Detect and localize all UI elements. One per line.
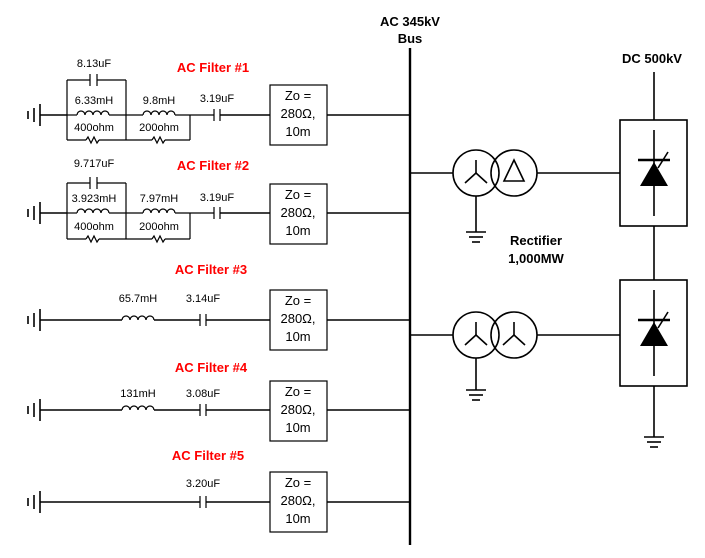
filter-3-cseries-label: 3.14uF <box>186 293 221 305</box>
filter-2-cpar-label: 9.717uF <box>74 158 115 170</box>
line-model-text-1: Zo = <box>285 384 311 399</box>
dc-label: DC 500kV <box>622 51 682 66</box>
line-model-text-1: Zo = <box>285 88 311 103</box>
line-model-text-2: 280Ω, <box>280 493 315 508</box>
transformer-wye-wye <box>410 311 620 401</box>
wye-winding-icon <box>464 322 488 346</box>
capacitor-icon <box>199 404 207 416</box>
inductor-icon <box>142 208 176 214</box>
inductor-icon <box>142 110 176 116</box>
ac-filter-5: AC Filter #5 3.20uF Zo = 280Ω, 10m <box>27 448 410 533</box>
filter-2-r2-label: 200ohm <box>139 221 179 233</box>
ac-filter-4: AC Filter #4 131mH 3.08uF Zo = 280Ω, 10m <box>27 360 410 442</box>
filter-2-l1-label: 3.923mH <box>72 193 117 205</box>
filter-1-r1-label: 400ohm <box>74 122 114 134</box>
filter-1-title: AC Filter #1 <box>177 60 249 75</box>
line-model-text-2: 280Ω, <box>280 311 315 326</box>
ground-icon <box>27 104 41 126</box>
line-model-box <box>269 183 328 245</box>
ac-filter-3: AC Filter #3 65.7mH 3.14uF Zo = 280Ω, 10… <box>27 262 410 351</box>
ground-icon <box>466 389 486 401</box>
filter-2-l2-label: 7.97mH <box>140 193 179 205</box>
line-model-text-1: Zo = <box>285 293 311 308</box>
line-model-text-3: 10m <box>285 223 310 238</box>
capacitor-icon <box>89 177 98 189</box>
capacitor-icon <box>199 314 207 326</box>
filter-5-cseries-label: 3.20uF <box>186 478 221 490</box>
ground-icon <box>466 231 486 243</box>
inductor-icon <box>76 208 110 214</box>
filter-1-cpar-label: 8.13uF <box>77 58 112 70</box>
thyristor-icon <box>638 130 670 216</box>
ground-icon <box>27 491 41 513</box>
inductor-icon <box>121 315 155 321</box>
rectifier-label-2: 1,000MW <box>508 251 564 266</box>
thyristor-icon <box>638 290 670 376</box>
filter-5-title: AC Filter #5 <box>172 448 244 463</box>
filter-2-r1-label: 400ohm <box>74 221 114 233</box>
capacitor-icon <box>199 496 207 508</box>
inductor-icon <box>76 110 110 116</box>
filter-1-l2-label: 9.8mH <box>143 95 175 107</box>
line-model-text-2: 280Ω, <box>280 106 315 121</box>
filter-2-cseries-label: 3.19uF <box>200 192 235 204</box>
line-model-text-3: 10m <box>285 329 310 344</box>
delta-winding-icon <box>502 158 526 182</box>
filter-4-title: AC Filter #4 <box>175 360 248 375</box>
line-model-text-3: 10m <box>285 420 310 435</box>
resistor-icon <box>151 234 166 244</box>
inductor-icon <box>121 405 155 411</box>
line-model-text-1: Zo = <box>285 475 311 490</box>
filter-3-l-label: 65.7mH <box>119 293 158 305</box>
rectifier-label-1: Rectifier <box>510 233 562 248</box>
ac-filter-1: AC Filter #1 8.13uF 6.33mH 9.8mH 400ohm … <box>27 58 410 146</box>
line-model-box <box>269 380 328 442</box>
capacitor-icon <box>89 74 98 86</box>
bus-label-2: Bus <box>398 31 423 46</box>
ground-icon <box>644 436 664 448</box>
line-model-text-2: 280Ω, <box>280 402 315 417</box>
bus-label-1: AC 345kV <box>380 14 440 29</box>
filter-1-l1-label: 6.33mH <box>75 95 114 107</box>
filter-2-title: AC Filter #2 <box>177 158 249 173</box>
filter-1-cseries-label: 3.19uF <box>200 93 235 105</box>
wye-winding-icon <box>464 160 488 184</box>
line-model-text-1: Zo = <box>285 187 311 202</box>
ac-filter-2: AC Filter #2 9.717uF 3.923mH 7.97mH 400o… <box>27 158 410 245</box>
wye-winding-icon <box>502 322 526 346</box>
ground-icon <box>27 202 41 224</box>
ground-icon <box>27 399 41 421</box>
resistor-icon <box>151 135 166 145</box>
transformer-wye-delta <box>410 149 620 243</box>
resistor-icon <box>85 135 100 145</box>
capacitor-icon <box>213 207 221 219</box>
filter-4-cseries-label: 3.08uF <box>186 388 221 400</box>
filter-1-r2-label: 200ohm <box>139 122 179 134</box>
line-model-text-3: 10m <box>285 124 310 139</box>
ground-icon <box>27 309 41 331</box>
resistor-icon <box>85 234 100 244</box>
filter-3-title: AC Filter #3 <box>175 262 247 277</box>
capacitor-icon <box>213 109 221 121</box>
filter-4-l-label: 131mH <box>120 388 156 400</box>
line-model-text-2: 280Ω, <box>280 205 315 220</box>
line-model-text-3: 10m <box>285 511 310 526</box>
